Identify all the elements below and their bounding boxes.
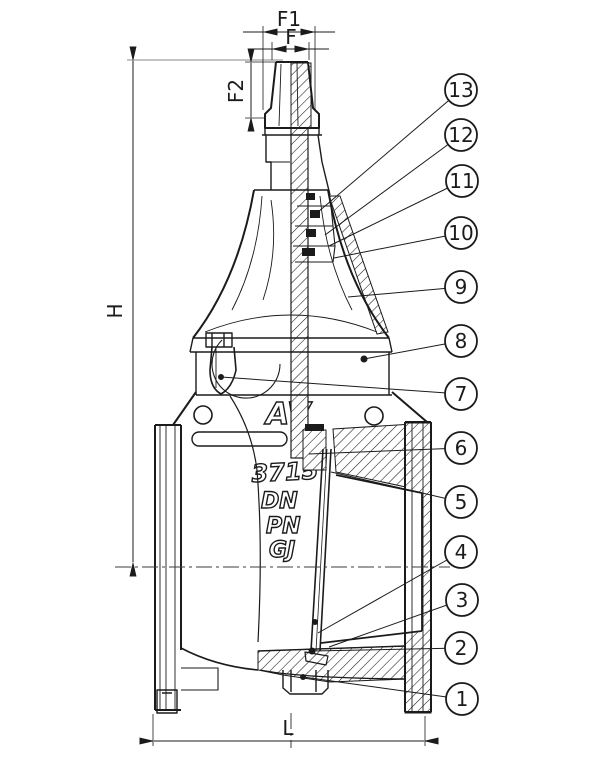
callout-circle bbox=[444, 324, 478, 358]
stem-wiper-seal bbox=[306, 193, 315, 200]
callout-leaders bbox=[220, 89, 463, 700]
stem-cap-outline bbox=[264, 61, 320, 129]
stem-column-hatch bbox=[290, 127, 309, 459]
callout-number: 7 bbox=[455, 382, 468, 406]
bonnet-left-edge bbox=[192, 189, 255, 339]
wedge-shoe bbox=[304, 651, 329, 666]
pn-text: PN bbox=[266, 514, 301, 539]
clamp-boss-arc bbox=[211, 339, 281, 399]
body-bottom-curve bbox=[180, 647, 259, 671]
callout-12: 12 bbox=[444, 118, 478, 152]
callout-circle bbox=[444, 377, 478, 411]
left-flange-foot bbox=[156, 689, 178, 714]
stem-bearing-seal bbox=[302, 248, 315, 256]
callout-4: 4 bbox=[444, 535, 478, 569]
callout-circle bbox=[444, 216, 478, 250]
callout-8: 8 bbox=[444, 324, 478, 358]
dimension-label-h: H bbox=[103, 303, 127, 318]
callout-number: 2 bbox=[455, 636, 468, 660]
callout-number: 9 bbox=[455, 275, 468, 299]
callout-number: 1 bbox=[456, 687, 469, 711]
callout-10: 10 bbox=[444, 216, 478, 250]
dimension-label-f1: F1 bbox=[277, 7, 301, 31]
callout-5: 5 bbox=[444, 485, 478, 519]
seal-details bbox=[302, 193, 324, 655]
clamp-clevis bbox=[209, 346, 237, 395]
bonnet-flange-lines bbox=[190, 337, 392, 396]
seat-cavity bbox=[321, 475, 422, 643]
wedge-nut-cap bbox=[305, 424, 324, 431]
wedge-rubber-dot-upper bbox=[312, 619, 318, 625]
dimension-label-l: L bbox=[282, 716, 294, 740]
body-inner-left bbox=[229, 395, 261, 643]
leader-dot-7 bbox=[218, 374, 224, 380]
wedge-rubber-dot-lower bbox=[308, 647, 316, 655]
callout-number: 3 bbox=[456, 588, 469, 612]
callout-11: 11 bbox=[445, 164, 479, 198]
callout-number: 6 bbox=[455, 436, 468, 460]
body-shoulders bbox=[172, 391, 428, 426]
callout-circle bbox=[444, 118, 478, 152]
stem-oring-lower bbox=[306, 229, 316, 237]
callout-number: 5 bbox=[455, 490, 468, 514]
callout-9: 9 bbox=[444, 270, 478, 304]
drain-boss bbox=[282, 670, 329, 695]
callout-6: 6 bbox=[444, 431, 478, 465]
left-flange-hole bbox=[193, 405, 213, 425]
leader-dots bbox=[218, 355, 368, 680]
dimension-label-f: F bbox=[285, 25, 297, 49]
dimension-label-f2: F2 bbox=[224, 79, 248, 103]
callout-circle bbox=[444, 631, 478, 665]
material-text: GJ bbox=[269, 538, 295, 563]
callout-number: 13 bbox=[448, 78, 473, 102]
callout-circle bbox=[445, 164, 479, 198]
callout-circle bbox=[444, 270, 478, 304]
callout-circle bbox=[444, 431, 478, 465]
callout-7: 7 bbox=[444, 377, 478, 411]
right-flange-hole bbox=[364, 406, 384, 426]
wedge-outline bbox=[310, 448, 332, 652]
dimensions bbox=[127, 26, 439, 746]
callout-circle bbox=[445, 583, 479, 617]
callout-2: 2 bbox=[444, 631, 478, 665]
bonnet-right-edge bbox=[327, 189, 390, 339]
leader-dot-1 bbox=[300, 674, 306, 680]
callout-number: 10 bbox=[448, 221, 473, 245]
callout-circle bbox=[444, 73, 478, 107]
callout-13: 13 bbox=[444, 73, 478, 107]
callout-number: 12 bbox=[448, 123, 473, 147]
stem-section-hatch bbox=[290, 62, 312, 129]
callout-number: 11 bbox=[449, 169, 474, 193]
callout-number: 4 bbox=[455, 540, 468, 564]
clamp-bolt-head bbox=[205, 332, 233, 348]
callout-circle bbox=[444, 535, 478, 569]
callout-number: 8 bbox=[455, 329, 468, 353]
callout-3: 3 bbox=[445, 583, 479, 617]
callout-balloons: 13 12 11 10 9 8 7 6 bbox=[444, 73, 479, 716]
dn-text: DN bbox=[261, 489, 298, 514]
callout-circle bbox=[444, 485, 478, 519]
stem-oring-upper bbox=[310, 210, 320, 218]
callout-circle bbox=[445, 682, 479, 716]
leader-dot-8 bbox=[360, 355, 368, 363]
gland-stack-lines bbox=[293, 189, 335, 263]
body-rib-slot bbox=[191, 431, 288, 447]
callout-1: 1 bbox=[445, 682, 479, 716]
